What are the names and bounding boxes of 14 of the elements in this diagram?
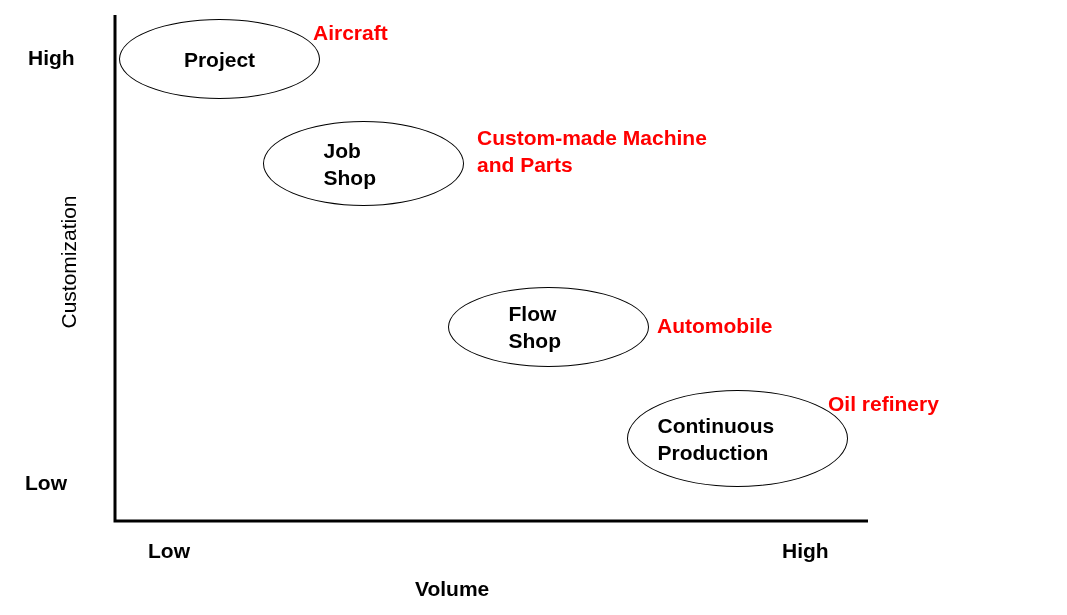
axis-title: Volume — [415, 577, 490, 601]
axis-tick-label: Low — [25, 471, 67, 495]
axis-tick-label: Low — [148, 539, 190, 563]
process-type-label: Project — [183, 46, 256, 73]
axis-tick-label: High — [28, 46, 75, 70]
axis-title: Customization — [56, 195, 81, 329]
axis-tick-label: High — [782, 539, 829, 563]
process-type-label: Job Shop — [323, 137, 377, 191]
example-label: Oil refinery — [828, 391, 939, 417]
process-type-label: Continuous Production — [657, 412, 776, 466]
example-label: Custom-made Machine and Parts — [477, 125, 708, 178]
example-label: Aircraft — [313, 20, 388, 46]
example-label: Automobile — [657, 313, 773, 339]
process-type-label: Flow Shop — [508, 301, 562, 354]
